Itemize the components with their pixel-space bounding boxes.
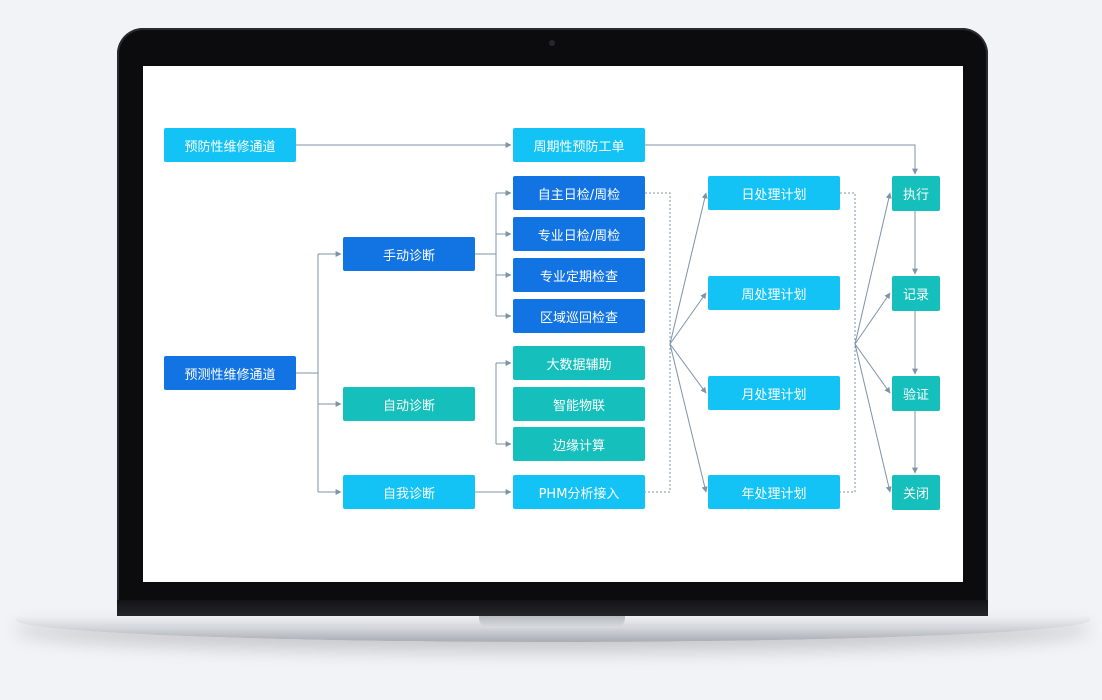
laptop-notch bbox=[479, 616, 625, 628]
laptop-screen: 预防性维修通道 预测性维修通道 周期性预防工单 手动诊断 自动诊断 自我诊断 自… bbox=[143, 66, 963, 582]
node-predictive-channel: 预测性维修通道 bbox=[164, 356, 296, 390]
node-self-diagnosis: 自我诊断 bbox=[343, 475, 475, 509]
node-periodic-work-order: 周期性预防工单 bbox=[513, 128, 645, 162]
node-area-patrol: 区域巡回检查 bbox=[513, 299, 645, 333]
node-pro-periodic-check: 专业定期检查 bbox=[513, 258, 645, 292]
node-preventive-channel: 预防性维修通道 bbox=[164, 128, 296, 162]
laptop-bezel bbox=[117, 600, 988, 620]
node-daily-plan: 日处理计划 bbox=[708, 176, 840, 210]
node-auto-diagnosis: 自动诊断 bbox=[343, 387, 475, 421]
edge-workorder-to-execute bbox=[645, 144, 918, 175]
connector-lines bbox=[296, 142, 918, 495]
node-smart-iot: 智能物联 bbox=[513, 387, 645, 421]
node-self-inspection: 自主日检/周检 bbox=[513, 176, 645, 210]
dotted-bracket-right bbox=[840, 192, 856, 493]
node-pro-inspection: 专业日检/周检 bbox=[513, 217, 645, 251]
node-manual-diagnosis: 手动诊断 bbox=[343, 237, 475, 271]
node-big-data: 大数据辅助 bbox=[513, 346, 645, 380]
dotted-bracket-left bbox=[645, 192, 671, 493]
camera-icon bbox=[549, 40, 555, 46]
node-verify: 验证 bbox=[892, 376, 940, 411]
node-phm-access: PHM分析接入 bbox=[513, 475, 645, 509]
node-execute: 执行 bbox=[892, 176, 940, 211]
node-yearly-plan: 年处理计划 bbox=[708, 475, 840, 509]
node-edge-computing: 边缘计算 bbox=[513, 427, 645, 461]
node-record: 记录 bbox=[892, 276, 940, 311]
node-weekly-plan: 周处理计划 bbox=[708, 276, 840, 310]
node-close: 关闭 bbox=[892, 475, 940, 510]
node-monthly-plan: 月处理计划 bbox=[708, 376, 840, 410]
